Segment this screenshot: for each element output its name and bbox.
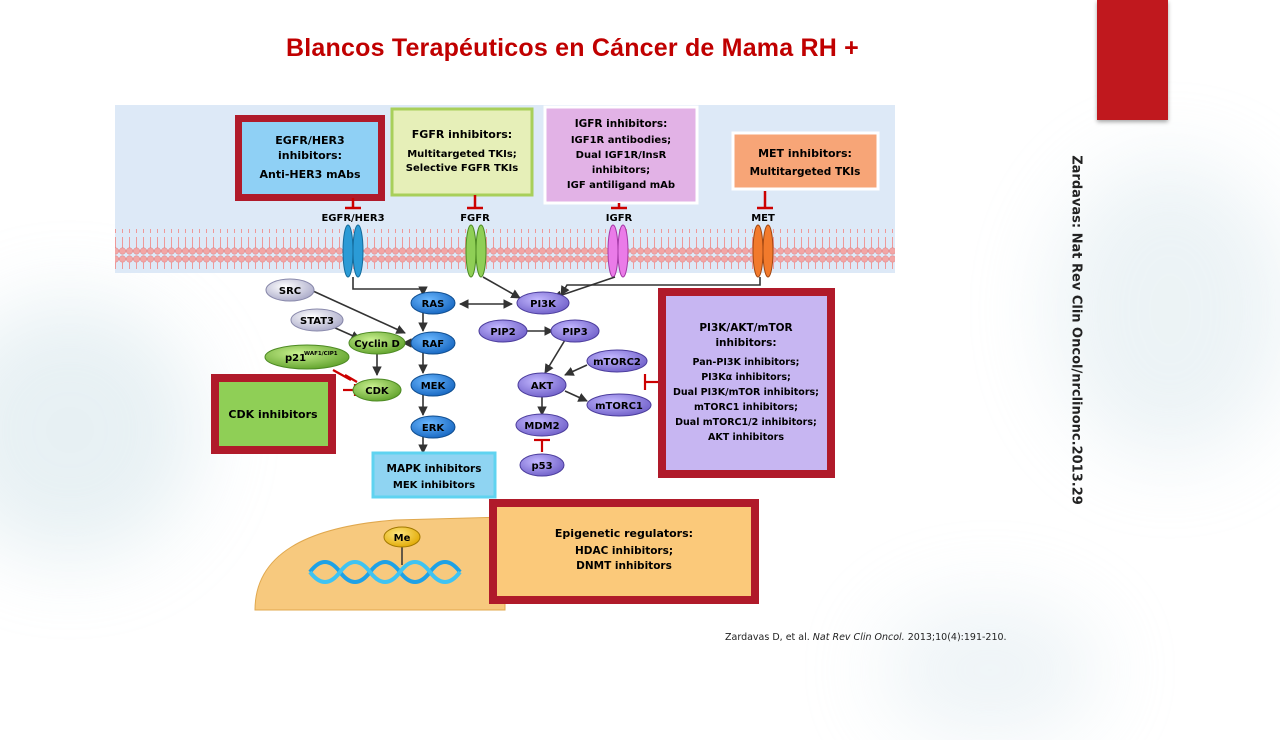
node-me: Me bbox=[383, 526, 421, 548]
svg-text:DNMT inhibitors: DNMT inhibitors bbox=[576, 560, 672, 572]
svg-text:Selective FGFR TKIs: Selective FGFR TKIs bbox=[406, 163, 518, 174]
svg-text:mTORC1: mTORC1 bbox=[595, 401, 643, 412]
node-mtorc1: mTORC1 bbox=[586, 393, 652, 417]
pi3k-inhibitor-box: PI3K/AKT/mTOR inhibitors: Pan-PI3K inhib… bbox=[658, 288, 835, 478]
background-wash bbox=[0, 300, 200, 560]
side-citation: Zardavas: Nat Rev Clin Oncol/nrclinonc.2… bbox=[1068, 155, 1084, 505]
node-mtorc2: mTORC2 bbox=[586, 349, 648, 373]
svg-text:p21: p21 bbox=[285, 353, 306, 364]
node-pip2: PIP2 bbox=[478, 319, 528, 343]
svg-text:WAF1/CIP1: WAF1/CIP1 bbox=[304, 351, 338, 357]
svg-text:PI3K: PI3K bbox=[530, 299, 557, 310]
node-cyclin-d: Cyclin D bbox=[348, 331, 406, 355]
node-cdk: CDK bbox=[352, 378, 402, 402]
svg-text:Cyclin D: Cyclin D bbox=[354, 339, 400, 350]
svg-text:FGFR inhibitors:: FGFR inhibitors: bbox=[412, 128, 512, 141]
svg-text:AKT inhibitors: AKT inhibitors bbox=[708, 432, 784, 443]
svg-text:Dual PI3K/mTOR inhibitors;: Dual PI3K/mTOR inhibitors; bbox=[673, 387, 819, 398]
cell-membrane bbox=[115, 229, 895, 269]
svg-text:ERK: ERK bbox=[422, 423, 446, 434]
dna-icon bbox=[308, 560, 462, 584]
node-pi3k: PI3K bbox=[516, 291, 570, 315]
background-wash bbox=[880, 600, 1100, 740]
arrow bbox=[482, 276, 521, 299]
svg-text:p53: p53 bbox=[531, 461, 552, 472]
node-ras: RAS bbox=[410, 291, 456, 315]
svg-text:Epigenetic regulators:: Epigenetic regulators: bbox=[555, 527, 693, 540]
svg-text:Multitargeted TKIs: Multitargeted TKIs bbox=[750, 166, 861, 178]
accent-bar bbox=[1097, 0, 1168, 120]
egfr-receptor bbox=[342, 224, 364, 278]
svg-text:IGF1R antibodies;: IGF1R antibodies; bbox=[571, 135, 671, 146]
arrow bbox=[544, 339, 566, 374]
svg-text:CDK: CDK bbox=[365, 386, 390, 397]
svg-text:Multitargeted TKIs;: Multitargeted TKIs; bbox=[407, 149, 517, 160]
svg-text:STAT3: STAT3 bbox=[300, 316, 334, 327]
svg-text:MDM2: MDM2 bbox=[524, 421, 559, 432]
fgfr-inhibitor-box: FGFR inhibitors: Multitargeted TKIs; Sel… bbox=[390, 107, 534, 197]
svg-text:Me: Me bbox=[394, 533, 411, 544]
svg-text:PI3Kα inhibitors;: PI3Kα inhibitors; bbox=[701, 372, 791, 383]
met-inhibitor-box: MET inhibitors: Multitargeted TKIs bbox=[731, 131, 880, 191]
svg-text:Anti-HER3 mAbs: Anti-HER3 mAbs bbox=[259, 168, 360, 181]
node-stat3: STAT3 bbox=[290, 308, 344, 332]
arrow bbox=[564, 364, 588, 376]
svg-text:MET inhibitors:: MET inhibitors: bbox=[758, 147, 852, 160]
node-raf: RAF bbox=[410, 331, 456, 355]
node-akt: AKT bbox=[517, 372, 567, 398]
svg-text:inhibitors;: inhibitors; bbox=[592, 165, 650, 176]
svg-text:MAPK inhibitors: MAPK inhibitors bbox=[387, 463, 482, 475]
met-receptor bbox=[752, 224, 774, 278]
arrow bbox=[560, 277, 761, 296]
receptor-label-met: MET bbox=[751, 213, 775, 224]
svg-text:IGFR inhibitors:: IGFR inhibitors: bbox=[575, 118, 668, 130]
diagram-reference: Zardavas D, et al. Nat Rev Clin Oncol. 2… bbox=[725, 632, 1007, 643]
svg-text:HDAC inhibitors;: HDAC inhibitors; bbox=[575, 545, 673, 557]
svg-text:MEK: MEK bbox=[421, 381, 447, 392]
svg-text:IGF antiligand mAb: IGF antiligand mAb bbox=[567, 180, 675, 191]
node-p21: p21 WAF1/CIP1 bbox=[264, 344, 350, 370]
inhibition-bars bbox=[345, 191, 773, 210]
svg-text:inhibitors:: inhibitors: bbox=[715, 337, 776, 349]
svg-text:SRC: SRC bbox=[279, 286, 301, 297]
svg-text:PIP3: PIP3 bbox=[562, 327, 587, 338]
svg-text:Pan-PI3K inhibitors;: Pan-PI3K inhibitors; bbox=[693, 357, 800, 368]
node-src: SRC bbox=[265, 278, 315, 302]
svg-text:EGFR/HER3: EGFR/HER3 bbox=[275, 134, 344, 147]
svg-text:RAS: RAS bbox=[422, 299, 445, 310]
node-pip3: PIP3 bbox=[550, 319, 600, 343]
svg-text:inhibitors:: inhibitors: bbox=[278, 149, 342, 162]
svg-text:mTORC1 inhibitors;: mTORC1 inhibitors; bbox=[694, 402, 798, 413]
slide-title: Blancos Terapéuticos en Cáncer de Mama R… bbox=[286, 34, 859, 62]
arrow bbox=[552, 276, 616, 300]
svg-text:MEK inhibitors: MEK inhibitors bbox=[393, 480, 475, 491]
igfr-receptor bbox=[607, 224, 629, 278]
svg-text:AKT: AKT bbox=[531, 381, 553, 392]
svg-text:CDK inhibitors: CDK inhibitors bbox=[228, 408, 318, 421]
svg-text:mTORC2: mTORC2 bbox=[593, 357, 641, 368]
node-mdm2: MDM2 bbox=[515, 413, 569, 437]
receptor-label-igfr: IGFR bbox=[606, 213, 633, 224]
mapk-inhibitor-box: MAPK inhibitors MEK inhibitors bbox=[371, 451, 497, 499]
cdk-inhibitor-box: CDK inhibitors bbox=[211, 374, 336, 454]
arrow bbox=[352, 277, 428, 296]
node-p53: p53 bbox=[519, 453, 565, 477]
fgfr-receptor bbox=[465, 224, 487, 278]
svg-text:Dual IGF1R/InsR: Dual IGF1R/InsR bbox=[576, 150, 667, 161]
node-erk: ERK bbox=[410, 415, 456, 439]
arrow bbox=[564, 390, 588, 402]
arrow bbox=[312, 290, 406, 334]
svg-text:RAF: RAF bbox=[422, 339, 444, 350]
igfr-inhibitor-box: IGFR inhibitors: IGF1R antibodies; Dual … bbox=[543, 105, 699, 205]
svg-text:PIP2: PIP2 bbox=[490, 327, 515, 338]
svg-text:Dual mTORC1/2 inhibitors;: Dual mTORC1/2 inhibitors; bbox=[675, 417, 817, 428]
egfr-inhibitor-box: EGFR/HER3 inhibitors: Anti-HER3 mAbs bbox=[235, 115, 385, 201]
svg-text:PI3K/AKT/mTOR: PI3K/AKT/mTOR bbox=[699, 322, 792, 334]
node-mek: MEK bbox=[410, 373, 456, 397]
receptor-label-fgfr: FGFR bbox=[460, 213, 490, 224]
receptor-label-egfr: EGFR/HER3 bbox=[321, 213, 384, 224]
background-wash bbox=[1050, 160, 1280, 460]
pathway-diagram: EGFR/HER3 inhibitors: Anti-HER3 mAbs FGF… bbox=[105, 95, 1053, 680]
epigenetic-box: Epigenetic regulators: HDAC inhibitors; … bbox=[489, 499, 759, 604]
